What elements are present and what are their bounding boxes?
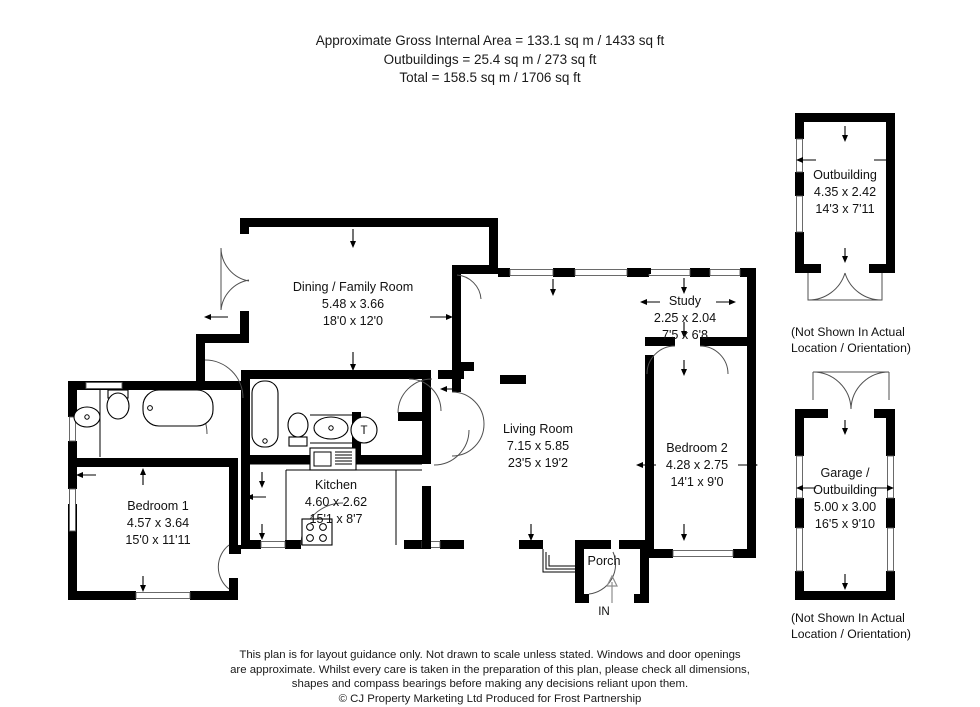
living-room-window-glazing <box>509 269 741 276</box>
tank-label: T <box>360 425 367 437</box>
room-dim-metric-kitchen: 4.60 x 2.62 <box>305 495 367 509</box>
room-dim-imperial-kitchen: 15'1 x 8'7 <box>309 512 362 526</box>
room-label-kitchen: Kitchen <box>315 478 357 492</box>
room-dim-metric-bedroom2: 4.28 x 2.75 <box>666 458 728 472</box>
room-label-bedroom2: Bedroom 2 <box>666 441 728 455</box>
garage-outbuilding-drawing: Garage / Outbuilding 5.00 x 3.00 16'5 x … <box>791 371 911 641</box>
room-dim-metric-living: 7.15 x 5.85 <box>507 439 569 453</box>
bathroom-fixtures: T <box>73 380 378 457</box>
room-dim-imperial-study: 7'5 x 6'8 <box>662 328 708 342</box>
garage-note-line1: (Not Shown In Actual <box>791 611 905 625</box>
room-label-porch: Porch <box>588 554 621 568</box>
area-summary-header: Approximate Gross Internal Area = 133.1 … <box>0 32 980 88</box>
garage-dim-metric: 5.00 x 3.00 <box>814 500 876 514</box>
room-dim-imperial-living: 23'5 x 19'2 <box>508 456 568 470</box>
entrance-arrow <box>606 574 618 603</box>
disclaimer-line3: shapes and compass bearings before makin… <box>291 678 689 691</box>
room-dim-imperial-bedroom1: 15'0 x 11'11 <box>125 533 190 547</box>
room-label-living: Living Room <box>503 422 573 436</box>
garage-note-line2: Location / Orientation) <box>791 627 911 641</box>
outbuilding-dim-metric: 4.35 x 2.42 <box>814 185 876 199</box>
room-dim-metric-dining: 5.48 x 3.66 <box>322 297 384 311</box>
garage-label-line1: Garage / <box>820 466 870 480</box>
disclaimer-line1: This plan is for layout guidance only. N… <box>239 649 741 661</box>
room-dim-metric-bedroom1: 4.57 x 3.64 <box>127 516 189 530</box>
disclaimer-footer: This plan is for layout guidance only. N… <box>0 648 980 706</box>
entrance-label: IN <box>598 605 610 618</box>
outbuilding-dim-imperial: 14'3 x 7'11 <box>815 202 874 216</box>
outbuildings-area-line: Outbuildings = 25.4 sq m / 273 sq ft <box>383 51 597 67</box>
outbuilding-note-line1: (Not Shown In Actual <box>791 325 905 339</box>
garage-dim-imperial: 16'5 x 9'10 <box>815 517 875 531</box>
room-dim-imperial-bedroom2: 14'1 x 9'0 <box>670 475 723 489</box>
room-dim-imperial-dining: 18'0 x 12'0 <box>323 314 383 328</box>
room-label-bedroom1: Bedroom 1 <box>127 499 189 513</box>
outbuilding-note-line2: Location / Orientation) <box>791 341 911 355</box>
main-dwelling-walls <box>68 218 756 600</box>
gross-internal-area-line: Approximate Gross Internal Area = 133.1 … <box>315 33 665 48</box>
room-labels: Dining / Family Room 5.48 x 3.66 18'0 x … <box>125 280 728 618</box>
total-area-line: Total = 158.5 sq m / 1706 sq ft <box>399 70 581 85</box>
room-dim-metric-study: 2.25 x 2.04 <box>654 311 716 325</box>
dimension-arrows <box>76 229 758 592</box>
kitchen-fixtures <box>250 447 422 546</box>
outbuilding-1-drawing: Outbuilding 4.35 x 2.42 14'3 x 7'11 (Not… <box>791 113 911 355</box>
garage-side-windows <box>796 455 894 572</box>
garage-label-line2: Outbuilding <box>813 483 877 497</box>
disclaimer-line2: are approximate. Whilst every care is ta… <box>230 663 750 676</box>
outbuilding-label: Outbuilding <box>813 168 877 182</box>
copyright-line: © CJ Property Marketing Ltd Produced for… <box>338 692 642 705</box>
room-label-dining: Dining / Family Room <box>293 280 413 294</box>
porch-structure <box>575 540 649 603</box>
room-label-study: Study <box>669 294 702 308</box>
